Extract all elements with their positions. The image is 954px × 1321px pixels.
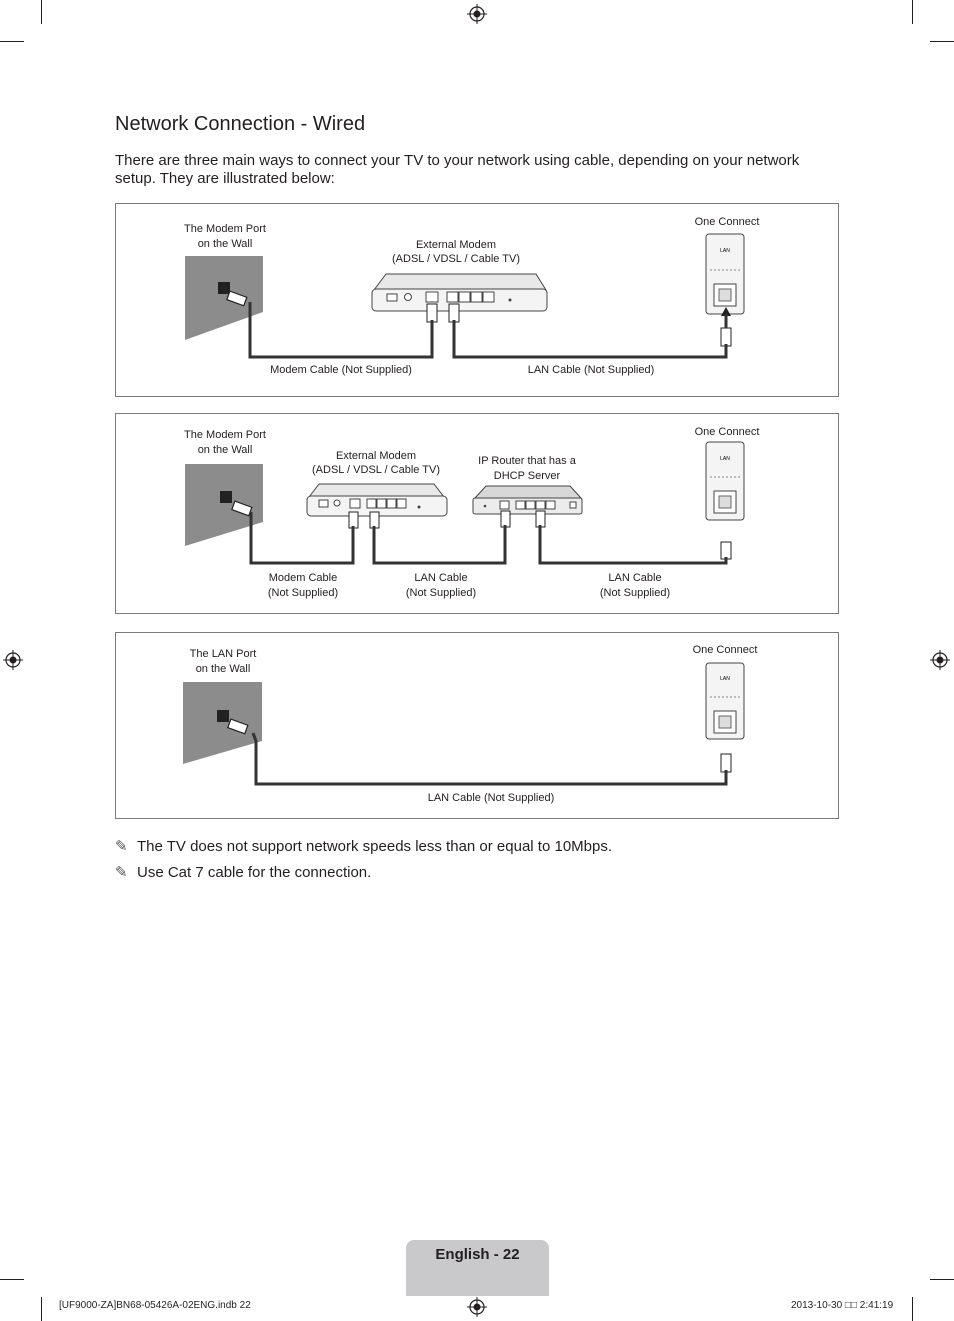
- registration-mark-icon: [930, 650, 950, 670]
- wall-plate: [185, 256, 263, 340]
- wall-plug: [227, 718, 249, 735]
- diagram-modem-direct: LAN The Modem Port on the Wall External …: [115, 203, 839, 397]
- one-connect-device: LAN: [705, 233, 745, 315]
- one-connect-label: One Connect: [694, 216, 760, 228]
- external-modem-device: [306, 483, 448, 517]
- arrow-up-icon: [721, 307, 731, 316]
- registration-mark-icon: [3, 650, 23, 670]
- wall-label-line2: on the Wall: [195, 663, 251, 675]
- note-speed: ✎ The TV does not support network speeds …: [115, 838, 612, 856]
- lan-tag: LAN: [720, 456, 730, 462]
- footer-timestamp: 2013-10-30 □□ 2:41:19: [791, 1300, 894, 1311]
- wall-plug: [226, 290, 248, 307]
- pencil-note-icon: ✎: [115, 838, 128, 855]
- wall-plug: [231, 500, 253, 517]
- crop-mark: [41, 1297, 42, 1321]
- registration-mark-icon: [467, 4, 487, 24]
- diagram-2-drawing: LAN: [185, 441, 745, 565]
- wall-port: [217, 710, 229, 722]
- page-number: English - 22: [435, 1246, 520, 1263]
- lan-tag: LAN: [720, 248, 730, 254]
- modem-cable: [249, 512, 355, 565]
- diagram-1-drawing: LAN: [185, 233, 745, 359]
- lan-cable-label-line1: LAN Cable: [608, 572, 662, 584]
- modem-label-line1: External Modem: [415, 239, 497, 251]
- diagram-3-drawing: LAN: [183, 662, 745, 786]
- diagram-lan-direct: LAN The LAN Port on the Wall One Connect…: [115, 632, 839, 819]
- lan-cable-label: LAN Cable (Not Supplied): [527, 364, 655, 376]
- wall-plate: [185, 464, 263, 546]
- modem-cable: [248, 302, 434, 359]
- router-label-line1: IP Router that has a: [478, 455, 576, 467]
- one-connect-label: One Connect: [694, 426, 760, 438]
- registration-mark-icon: [467, 1297, 487, 1317]
- note-text: The TV does not support network speeds l…: [137, 838, 613, 855]
- wall-label-line1: The Modem Port: [184, 429, 266, 441]
- pencil-note-icon: ✎: [115, 864, 128, 881]
- wall-label-line2: on the Wall: [197, 444, 253, 456]
- page-number-tab: [406, 1240, 549, 1296]
- wall-plate: [183, 682, 262, 764]
- router-label-line2: DHCP Server: [493, 470, 561, 482]
- crop-mark: [0, 1279, 24, 1280]
- modem-cable-label: Modem Cable (Not Supplied): [270, 364, 412, 376]
- wall-label-line2: on the Wall: [197, 238, 253, 250]
- lan-cable-label-line2: (Not Supplied): [599, 587, 671, 599]
- wall-label-line1: The LAN Port: [189, 648, 257, 660]
- lan-cable-router-oneconnect: [538, 525, 728, 565]
- lan-cable-modem-router: [372, 525, 507, 565]
- lan-cable-label: LAN Cable (Not Supplied): [427, 792, 555, 804]
- page-title: Network Connection - Wired: [115, 113, 366, 135]
- wall-port: [218, 282, 230, 294]
- crop-mark: [930, 41, 954, 42]
- wall-label-line1: The Modem Port: [184, 223, 266, 235]
- lan-cable-label-line2: (Not Supplied): [405, 587, 477, 599]
- ip-router-device: [472, 485, 583, 515]
- external-modem-device: [371, 273, 548, 312]
- lan-cable-label-line1: LAN Cable: [414, 572, 468, 584]
- modem-cable-label-line1: Modem Cable: [268, 572, 338, 584]
- lan-tag: LAN: [720, 676, 730, 682]
- one-connect-device: LAN: [705, 441, 745, 521]
- lan-cable: [251, 732, 728, 786]
- modem-label-line2: (ADSL / VDSL / Cable TV): [312, 464, 440, 476]
- lan-cable: [452, 320, 728, 359]
- diagram-modem-router: LAN The Modem Port on the Wall External …: [115, 413, 839, 614]
- wall-port: [220, 491, 232, 503]
- modem-label-line2: (ADSL / VDSL / Cable TV): [392, 253, 520, 265]
- crop-mark: [912, 0, 913, 24]
- crop-mark: [912, 1297, 913, 1321]
- modem-label-line1: External Modem: [335, 450, 417, 462]
- crop-mark: [41, 0, 42, 24]
- modem-cable-label-line2: (Not Supplied): [267, 587, 339, 599]
- one-connect-label: One Connect: [692, 644, 758, 656]
- note-text: Use Cat 7 cable for the connection.: [137, 864, 372, 881]
- crop-mark: [0, 41, 24, 42]
- crop-mark: [930, 1279, 954, 1280]
- footer-file-info: [UF9000-ZA]BN68-05426A-02ENG.indb 22: [59, 1300, 251, 1311]
- intro-paragraph: There are three main ways to connect you…: [115, 152, 800, 187]
- note-cable: ✎ Use Cat 7 cable for the connection.: [115, 864, 371, 882]
- one-connect-device: LAN: [705, 662, 745, 740]
